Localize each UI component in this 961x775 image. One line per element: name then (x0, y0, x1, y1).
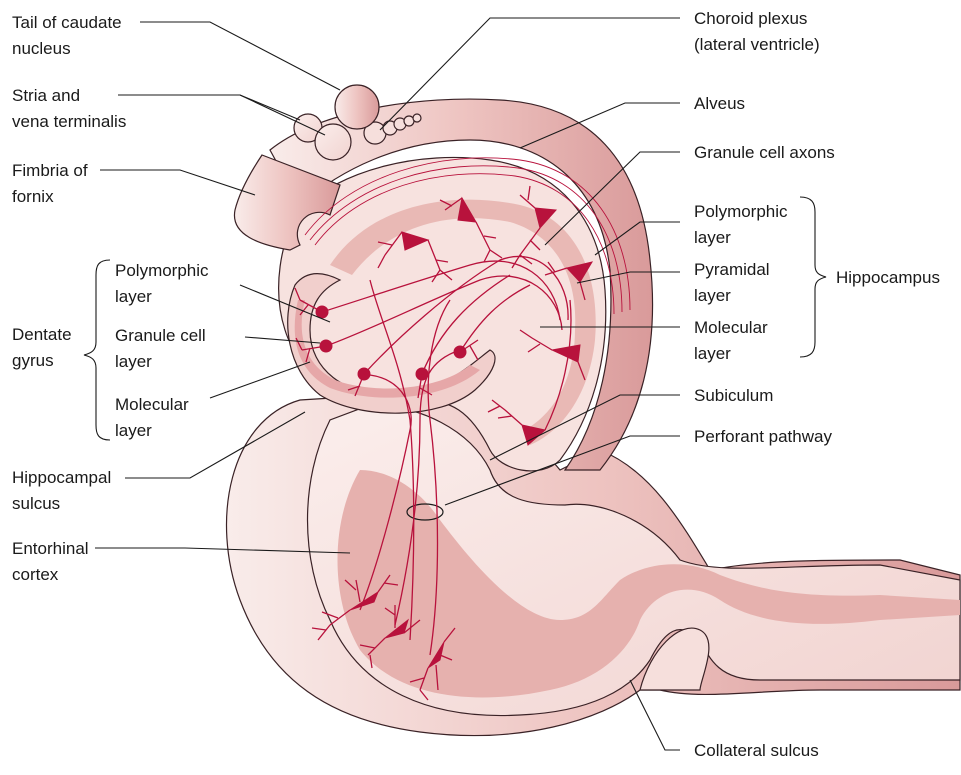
dentate-brace (83, 259, 111, 441)
label-h-pyramidal: Pyramidal layer (694, 260, 774, 305)
label-collateral-sulcus: Collateral sulcus (694, 741, 819, 760)
label-fimbria: Fimbria of fornix (12, 161, 92, 206)
label-granule-axons: Granule cell axons (694, 143, 835, 162)
fimbria-shape (233, 154, 341, 251)
ca-pyramid-3 (534, 207, 558, 230)
entorhinal-deep-band (337, 470, 960, 698)
dentate-gyrus-shape (287, 273, 496, 414)
label-entorhinal-cortex: Entorhinal cortex (12, 539, 93, 584)
label-hippocampal-sulcus: Hippocampal sulcus (12, 468, 116, 513)
stria-terminalis-shape (293, 113, 352, 161)
label-alveus: Alveus (694, 94, 745, 113)
label-choroid-plexus: Choroid plexus (lateral ventricle) (694, 9, 820, 54)
label-subiculum: Subiculum (694, 386, 773, 405)
ca-pyramid-4 (566, 261, 594, 283)
label-perforant-pathway: Perforant pathway (694, 427, 832, 446)
hippocampus-brace (799, 196, 827, 358)
ca-pyramid-5 (550, 344, 581, 363)
label-stria: Stria and vena terminalis (12, 86, 126, 131)
ca-pyramid-2 (457, 196, 477, 223)
entorhinal-pyramid-2 (384, 618, 409, 639)
perforant-pathway-ring (406, 503, 444, 521)
ca-pyramid-1 (401, 231, 430, 251)
label-h-molecular: Molecular layer (694, 318, 772, 363)
choroid-plexus-shape (363, 113, 422, 145)
label-tail-caudate: Tail of caudate nucleus (12, 13, 126, 58)
label-hippocampus: Hippocampus (836, 268, 940, 287)
neurons (294, 185, 594, 701)
leader-lines (95, 17, 680, 751)
label-h-polymorphic: Polymorphic layer (694, 202, 792, 247)
caudate-nucleus-shape (334, 84, 380, 130)
collateral-sulcus-notch (639, 627, 710, 691)
label-dg-polymorphic: Polymorphic layer (115, 261, 213, 306)
subiculum-pyramid (521, 424, 547, 446)
label-dg-molecular: Molecular layer (115, 395, 193, 440)
entorhinal-pyramid-1 (349, 590, 380, 611)
entorhinal-pyramid-3 (427, 641, 445, 669)
label-dentate-gyrus: Dentate gyrus (12, 325, 76, 370)
label-dg-granule: Granule cell layer (115, 326, 210, 371)
